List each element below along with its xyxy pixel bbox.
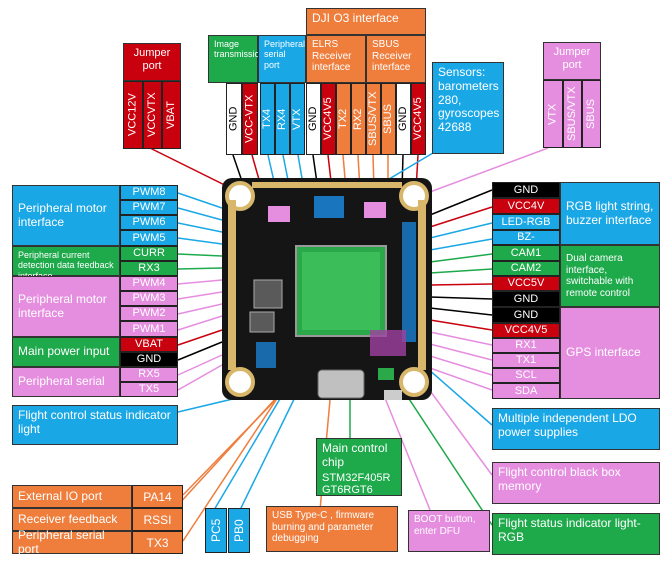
black-box-title: Flight control black box memory bbox=[492, 462, 660, 504]
pin-rx4: RX4 bbox=[275, 83, 290, 155]
pin-vcc4v5-2: VCC4V5 bbox=[411, 83, 426, 155]
main-control-chip-title: Main control chip bbox=[322, 441, 388, 469]
o3-pins: GND VCC4V5 TX2 RX2 SBUS/VTX SBUS GND VCC… bbox=[306, 83, 426, 155]
pin-tx1: TX1 bbox=[492, 353, 560, 368]
pin-vcc5v: VCC5V bbox=[492, 276, 560, 291]
rgb-pins: GND VCC4V LED-RGB BZ- bbox=[492, 182, 560, 245]
peripheral-serial-left-title: Peripheral serial bbox=[12, 367, 120, 397]
pin-vbat: VBAT bbox=[162, 81, 181, 149]
camera-pins: CAM1 CAM2 VCC5V GND bbox=[492, 245, 560, 307]
pin-pwm8: PWM8 bbox=[120, 185, 178, 200]
usb-type-c-title: USB Type-C , firmware burning and parame… bbox=[266, 506, 398, 552]
pin-gnd: GND bbox=[120, 352, 178, 367]
peripheral-serial-pins: TX4 RX4 VTX bbox=[260, 83, 305, 155]
pin-pa14: PA14 bbox=[132, 485, 183, 508]
jumper-port-right-title: Jumper port bbox=[543, 42, 601, 80]
gps-pins: GND VCC4V5 RX1 TX1 SCL SDA bbox=[492, 307, 560, 399]
boot-button-title: BOOT button, enter DFU bbox=[408, 510, 490, 552]
image-transmission-pins: GND VCC-VTX bbox=[226, 83, 258, 155]
pin-rx5: RX5 bbox=[120, 367, 178, 382]
pin-gnd: GND bbox=[226, 83, 242, 155]
pin-scl: SCL bbox=[492, 368, 560, 383]
pin-pwm6: PWM6 bbox=[120, 215, 178, 230]
pin-gnd: GND bbox=[492, 182, 560, 198]
pin-vtx: VTX bbox=[290, 83, 305, 155]
receiver-feedback-title: Receiver feedback bbox=[12, 508, 132, 531]
pin-vcc4v5: VCC4V5 bbox=[321, 83, 336, 155]
pin-vtx: VTX bbox=[543, 80, 563, 148]
status-light-title: Flight control status indicator light bbox=[12, 405, 178, 445]
pin-pwm4: PWM4 bbox=[120, 276, 178, 291]
motor-interface-1-title: Peripheral motor interface bbox=[12, 185, 120, 246]
pin-rx3: RX3 bbox=[120, 261, 178, 276]
pin-vccvtx: VCCVTX bbox=[143, 81, 162, 149]
pin-gnd-2: GND bbox=[492, 291, 560, 307]
pin-sbus-vtx: SBUS/VTX bbox=[563, 80, 582, 148]
pin-pwm2: PWM2 bbox=[120, 306, 178, 321]
pin-sbus: SBUS bbox=[582, 80, 601, 148]
pin-cam2: CAM2 bbox=[492, 261, 560, 276]
pin-rssi: RSSI bbox=[132, 508, 183, 531]
external-io-title: External IO port bbox=[12, 485, 132, 508]
pin-vcc4v5: VCC4V5 bbox=[492, 323, 560, 338]
pin-sda: SDA bbox=[492, 383, 560, 399]
pin-rx1: RX1 bbox=[492, 338, 560, 353]
pin-pwm7: PWM7 bbox=[120, 200, 178, 215]
dual-camera-title: Dual camera interface, switchable with r… bbox=[560, 245, 660, 307]
pin-cam1: CAM1 bbox=[492, 245, 560, 261]
pin-rx2: RX2 bbox=[351, 83, 366, 155]
motor-interface-2-title: Peripheral motor interface bbox=[12, 276, 120, 337]
pin-vcc-vtx: VCC-VTX bbox=[242, 83, 258, 155]
peripheral-serial-port-title: Peripheral serial port bbox=[12, 528, 132, 555]
pin-tx2: TX2 bbox=[336, 83, 351, 155]
pin-tx5: TX5 bbox=[120, 382, 178, 397]
pin-pb0: PB0 bbox=[228, 508, 250, 553]
pin-vcc4v: VCC4V bbox=[492, 198, 560, 214]
rgb-buzzer-title: RGB light string, buzzer interface bbox=[560, 182, 660, 245]
pin-tx3: TX3 bbox=[132, 531, 183, 554]
motor-interface-2-pins: PWM4 PWM3 PWM2 PWM1 bbox=[120, 276, 178, 337]
pin-sbus-vtx: SBUS/VTX bbox=[366, 83, 381, 155]
jumper-port-right-pins: VTX SBUS/VTX SBUS bbox=[543, 80, 601, 148]
pin-gnd: GND bbox=[306, 83, 321, 155]
peripheral-serial-left-pins: RX5 TX5 bbox=[120, 367, 178, 397]
pin-led-rgb: LED-RGB bbox=[492, 214, 560, 230]
elrs-title: ELRS Receiver interface bbox=[306, 35, 366, 83]
main-control-chip: Main control chip STM32F405RGT6RGT6 bbox=[316, 438, 402, 496]
pin-bz: BZ- bbox=[492, 230, 560, 245]
pin-pc5: PC5 bbox=[205, 508, 227, 553]
pin-pwm3: PWM3 bbox=[120, 291, 178, 306]
pin-gnd-3: GND bbox=[492, 307, 560, 323]
gps-interface-title: GPS interface bbox=[560, 307, 660, 399]
status-rgb-title: Flight status indicator light-RGB bbox=[492, 513, 660, 555]
jumper-port-left-title: Jumper port bbox=[123, 43, 181, 81]
main-power-title: Main power input bbox=[12, 337, 120, 367]
pin-vcc12v: VCC12V bbox=[123, 81, 143, 149]
main-control-chip-model: STM32F405RGT6RGT6 bbox=[322, 471, 391, 497]
usb-c-port bbox=[317, 369, 365, 399]
main-power-pins: VBAT GND bbox=[120, 337, 178, 367]
pin-tx4: TX4 bbox=[260, 83, 275, 155]
peripheral-serial-title: Peripheral serial port bbox=[258, 35, 306, 83]
current-detection-pins: CURR RX3 bbox=[120, 246, 178, 276]
pin-vbat: VBAT bbox=[120, 337, 178, 352]
pin-gnd-2: GND bbox=[396, 83, 411, 155]
pin-pwm5: PWM5 bbox=[120, 230, 178, 246]
jumper-port-left-pins: VCC12V VCCVTX VBAT bbox=[123, 81, 181, 149]
motor-interface-1-pins: PWM8 PWM7 PWM6 PWM5 bbox=[120, 185, 178, 246]
pin-sbus: SBUS bbox=[381, 83, 396, 155]
dji-o3-title: DJI O3 interface bbox=[306, 8, 426, 35]
pin-pwm1: PWM1 bbox=[120, 321, 178, 337]
current-detection-title: Peripheral current detection data feedba… bbox=[12, 246, 120, 281]
pin-curr: CURR bbox=[120, 246, 178, 261]
sensors-title: Sensors: barometers 280, gyroscopes 4268… bbox=[432, 62, 504, 154]
ldo-title: Multiple independent LDO power supplies bbox=[492, 408, 660, 450]
sbus-title: SBUS Receiver interface bbox=[366, 35, 426, 83]
image-transmission-title: Image transmission bbox=[208, 35, 265, 83]
